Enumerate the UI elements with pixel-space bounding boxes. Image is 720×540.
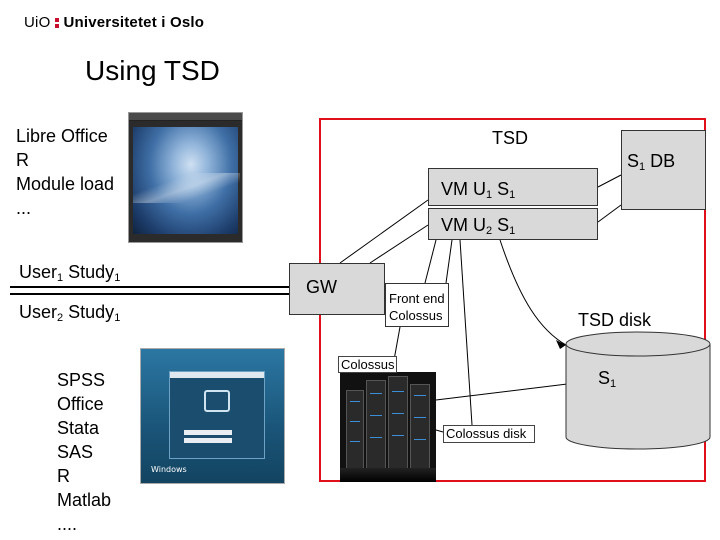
- gw-vm2-line: [369, 224, 429, 264]
- vm2-db-line: [597, 204, 622, 223]
- list-item: Matlab: [57, 490, 112, 510]
- slide-title: Using TSD: [85, 55, 220, 86]
- colossus-label: Colossus: [338, 356, 398, 373]
- disk-s1-label: S1: [598, 368, 617, 390]
- colossus-cdisk-line: [435, 429, 444, 433]
- list-item: R: [57, 466, 70, 486]
- gw-vm1-line: [339, 199, 429, 264]
- user2-label: User2 Study1: [19, 302, 121, 324]
- arrowhead-icon: [556, 340, 566, 349]
- list-item: R: [16, 150, 29, 170]
- colossus-disk-label: Colossus disk: [443, 425, 535, 443]
- logo-text: Universitetet i Oslo: [63, 14, 205, 31]
- front-end-colossus-box: Front end Colossus: [385, 283, 449, 327]
- vm1-db-line: [597, 174, 622, 188]
- colossus-server-image: [340, 372, 436, 482]
- vm-tsddisk-arrow: [499, 239, 567, 346]
- list-item: Libre Office: [16, 126, 108, 146]
- linux-desktop-screenshot: [128, 112, 243, 243]
- list-item: Module load: [16, 174, 115, 194]
- login-logo-icon: [204, 390, 230, 412]
- s1-db-box: S1 DB: [621, 130, 706, 210]
- vm-u1-s1-box: VM U1 S1: [428, 168, 598, 206]
- user1-label: User1 Study1: [19, 262, 121, 284]
- fe-vm2-line-2: [445, 239, 453, 284]
- vm-colossusdisk-line: [459, 239, 473, 426]
- gw-box: GW: [289, 263, 385, 315]
- tsd-disk-label: TSD disk: [578, 310, 652, 330]
- logo-dots-icon: [55, 17, 60, 28]
- tsd-label: TSD: [492, 128, 528, 148]
- fe-vm2-line: [424, 239, 437, 284]
- list-item: Office: [57, 394, 104, 414]
- fe-colossus-line: [393, 326, 401, 361]
- list-item: SPSS: [57, 370, 106, 390]
- windows-login-screenshot: Windows: [140, 348, 285, 484]
- software-list-linux: Libre Office R Module load ...: [16, 124, 114, 220]
- tsd-disk-cylinder: [565, 331, 711, 450]
- list-item: ...: [16, 198, 32, 218]
- uio-logo: UiO Universitetet i Oslo: [24, 14, 204, 31]
- list-item: ....: [57, 514, 78, 534]
- windows-brand: Windows: [151, 465, 187, 474]
- list-item: Stata: [57, 418, 100, 438]
- software-list-windows: SPSS Office Stata SAS R Matlab ....: [57, 368, 111, 536]
- vm-u2-s1-box: VM U2 S1: [428, 208, 598, 240]
- logo-prefix: UiO: [24, 14, 51, 31]
- gw-label: GW: [306, 277, 337, 297]
- list-item: SAS: [57, 442, 94, 462]
